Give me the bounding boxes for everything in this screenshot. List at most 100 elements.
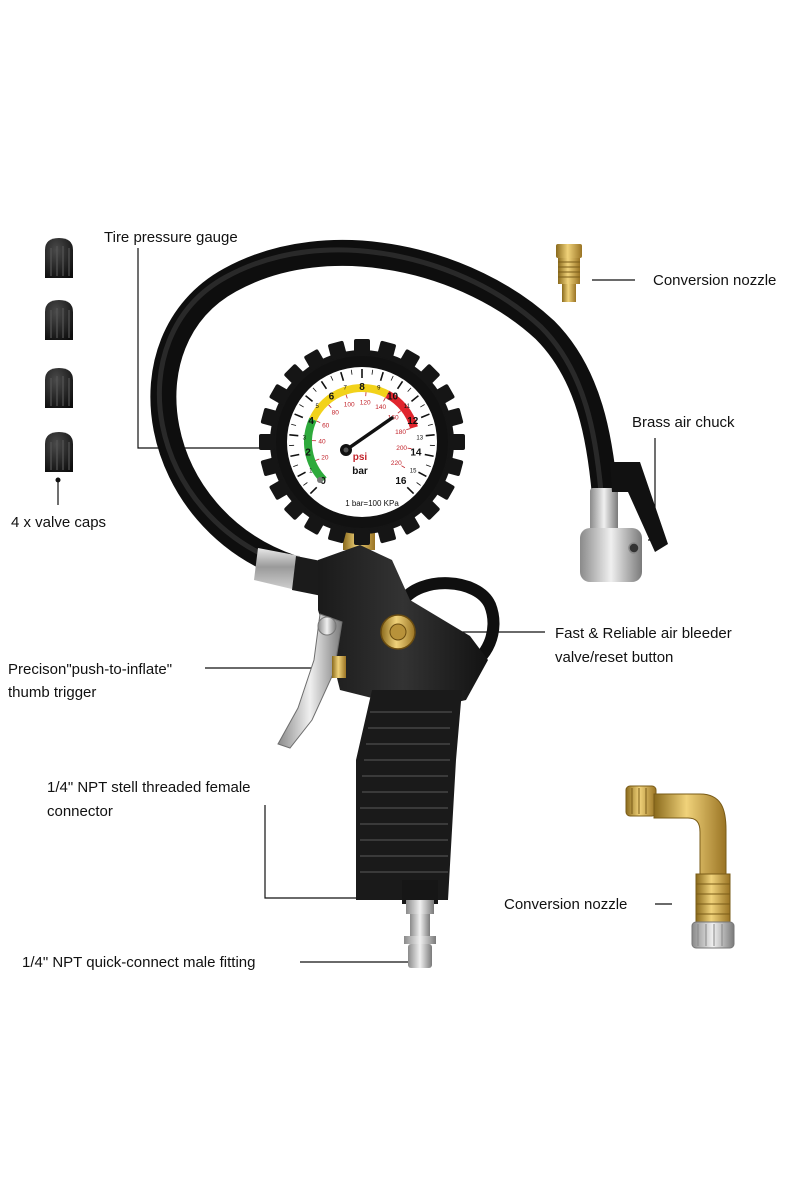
psi-tick (316, 420, 321, 424)
bar-tick (407, 387, 412, 392)
psi-tick-label: 180 (395, 429, 406, 436)
gauge-boot-tooth (328, 524, 347, 544)
psi-tick-label: 220 (391, 460, 402, 467)
gauge-boot-tooth (284, 498, 306, 520)
psi-tick-label: 40 (318, 438, 326, 445)
bar-tick-label: 0 (320, 476, 326, 487)
label-female-line1: 1/4" NPT stell threaded female (47, 779, 251, 796)
gauge-boot-tooth (259, 434, 275, 450)
gauge-boot-tooth (377, 340, 396, 360)
bar-tick-label: 2 (305, 448, 311, 459)
label-bleeder-line1: Fast & Reliable air bleeder (555, 625, 732, 642)
bar-tick (291, 423, 297, 426)
label-female-line2: connector (47, 803, 113, 820)
gauge-boot-tooth (418, 498, 440, 520)
bar-tick-label: 10 (387, 391, 399, 402)
gauge-boot-tooth (444, 457, 464, 476)
gauge-boot-tooth (399, 514, 420, 535)
label-conversion-nozzle-bottom: Conversion nozzle (504, 896, 627, 913)
bar-tick (289, 434, 299, 437)
gauge-boot-tooth (284, 364, 306, 386)
gauge-boot-tooth (328, 340, 347, 360)
bar-tick-label: 14 (410, 448, 422, 459)
gauge-green-zone (303, 417, 327, 484)
psi-tick (406, 428, 411, 431)
bar-tick (293, 464, 299, 467)
label-conversion-nozzle-top: Conversion nozzle (653, 272, 776, 289)
bar-tick-label: 16 (395, 476, 407, 487)
label-brass-air-chuck: Brass air chuck (632, 414, 735, 431)
bar-tick (294, 413, 304, 419)
bar-tick (410, 395, 419, 403)
gauge-boot-tooth (354, 339, 370, 355)
psi-tick (315, 458, 320, 461)
psi-tick-label: 100 (344, 402, 355, 409)
bar-tick-label: 8 (359, 382, 365, 393)
gauge-red-zone (385, 390, 418, 429)
bar-tick-label: 12 (407, 416, 419, 427)
gun-body (318, 545, 500, 904)
gauge-boot-tooth (354, 529, 370, 545)
psi-tick-label: 140 (375, 404, 386, 411)
gauge-boot-tooth (269, 384, 290, 405)
gauge-boot-tooth (304, 349, 325, 370)
psi-tick (401, 465, 406, 469)
bar-tick (420, 413, 430, 419)
bar-tick (290, 453, 300, 458)
conversion-nozzle-bottom (625, 785, 735, 949)
bar-tick (371, 369, 374, 375)
psi-tick (407, 447, 412, 450)
bar-tick (350, 369, 353, 375)
bar-tick (305, 395, 314, 403)
labels: Tire pressure gauge Conversion nozzle Br… (8, 229, 776, 971)
gauge-boot-tooth (434, 384, 455, 405)
bar-tick-label: 13 (416, 435, 423, 441)
valve-cap (45, 432, 73, 472)
gauge-boot-tooth (399, 349, 420, 370)
gauge-boot-tooth (304, 514, 325, 535)
gauge-boot-tooth (260, 457, 280, 476)
gauge-unit-bar: bar (352, 466, 368, 477)
gauge-boot-tooth (260, 408, 280, 427)
bar-tick (425, 434, 435, 437)
bar-tick-label: 1 (309, 468, 313, 474)
gauge-boot-tooth (434, 479, 455, 500)
conversion-nozzle-top (556, 244, 582, 302)
gauge-conversion-note: 1 bar=100 KPa (345, 499, 399, 508)
bar-tick (340, 371, 345, 381)
bar-tick-label: 3 (303, 435, 307, 441)
bar-tick (425, 464, 431, 467)
psi-tick (345, 394, 348, 399)
gauge-boot-tooth (377, 524, 396, 544)
label-male-fitting: 1/4" NPT quick-connect male fitting (22, 954, 256, 971)
leader-tire-pressure-gauge (137, 248, 272, 449)
gauge-yellow-zone (309, 384, 390, 422)
label-bleeder-line2: valve/reset button (555, 649, 673, 666)
bar-tick-label: 4 (308, 416, 314, 427)
bar-tick-label: 15 (410, 468, 417, 474)
bar-tick-label: 7 (343, 385, 347, 391)
bar-tick (390, 375, 394, 381)
bar-tick (379, 371, 384, 381)
brass-air-chuck (580, 462, 668, 582)
bar-tick-label: 5 (315, 404, 319, 410)
gauge-boot-tooth (444, 408, 464, 427)
bar-tick (330, 375, 334, 381)
label-trigger-line1: Precison"push-to-inflate" (8, 661, 172, 678)
thumb-trigger (277, 613, 346, 749)
valve-cap (45, 300, 73, 340)
bar-tick (406, 486, 415, 495)
psi-tick-label: 80 (332, 410, 340, 417)
psi-tick-label: 20 (321, 454, 329, 461)
hose-coupling (254, 548, 326, 596)
label-trigger-line2: thumb trigger (8, 684, 96, 701)
bar-tick-label: 11 (404, 404, 411, 410)
bar-tick (427, 423, 433, 426)
bar-tick (420, 404, 425, 408)
gauge-boot-tooth (449, 434, 465, 450)
valve-cap (45, 238, 73, 278)
bar-tick (297, 471, 306, 478)
gauge-unit-psi: psi (353, 452, 368, 463)
bar-tick (303, 482, 308, 486)
